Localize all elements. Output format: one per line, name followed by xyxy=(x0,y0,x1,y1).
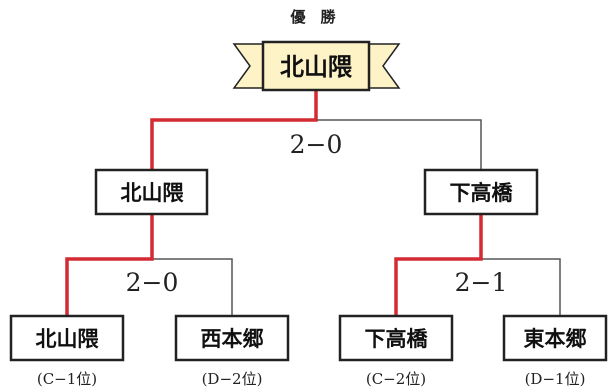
semi1-right-line xyxy=(152,258,233,316)
team-box-3 xyxy=(338,314,454,362)
winner-path-semi2 xyxy=(394,214,483,316)
team-name-4: 東本郷 xyxy=(524,327,587,351)
team-rank-4: (D−1位) xyxy=(525,370,586,388)
team-rank-2: (D−2位) xyxy=(202,370,263,388)
champion-ribbon: 北山隈 xyxy=(232,40,401,92)
champion-box xyxy=(261,40,371,92)
winner-path-final-left xyxy=(150,88,318,170)
semi2-right-line xyxy=(481,258,561,316)
semi2-score: 2−1 xyxy=(455,268,508,297)
team-box-2 xyxy=(174,314,290,362)
final-score: 2−0 xyxy=(290,130,343,159)
team-rank-1: (C−1位) xyxy=(37,370,97,388)
final-right-team: 下高橋 xyxy=(450,181,514,205)
team-name-2: 西本郷 xyxy=(201,327,264,351)
final-right-box xyxy=(423,168,539,216)
winner-path-semi1 xyxy=(65,214,154,316)
bracket-title: 優 勝 xyxy=(289,8,336,26)
team-box-4 xyxy=(502,314,608,362)
final-left-box xyxy=(94,168,209,216)
team-name-1: 北山隈 xyxy=(36,327,100,351)
final-right-line xyxy=(316,119,482,170)
champion-name: 北山隈 xyxy=(280,53,353,81)
team-name-3: 下高橋 xyxy=(365,327,429,351)
final-left-team: 北山隈 xyxy=(121,181,185,205)
semi1-score: 2−0 xyxy=(126,268,179,297)
team-rank-3: (C−2位) xyxy=(366,370,426,388)
team-box-1 xyxy=(9,314,125,362)
